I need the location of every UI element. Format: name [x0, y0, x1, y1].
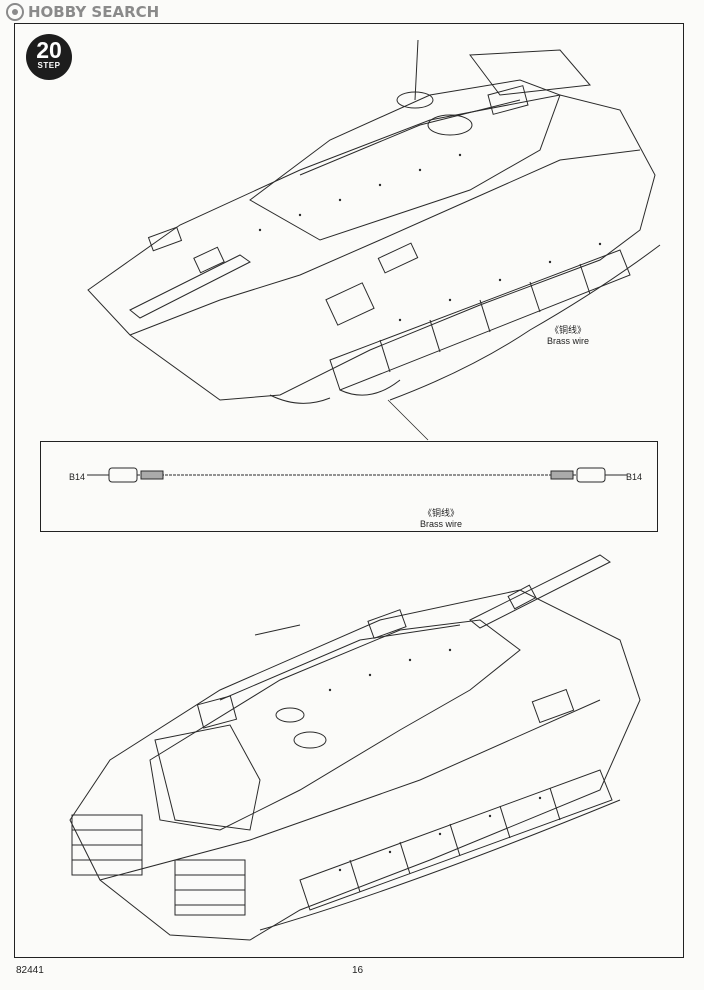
- step-number: 20: [36, 37, 62, 63]
- upper-tank-illustration: [87, 39, 661, 404]
- detail-brass-wire-label: 《铜线》 Brass wire: [411, 506, 471, 529]
- product-code: 82441: [16, 965, 44, 976]
- page-number: 16: [352, 965, 364, 976]
- upper-brass-wire-chinese: 《铜线》: [549, 326, 586, 336]
- detail-brass-wire-english: Brass wire: [419, 519, 462, 529]
- part-code-right: B14: [626, 472, 643, 482]
- lower-tank-illustration: [69, 554, 641, 941]
- brass-wire-detail-box: B14 B14 《铜线》 Brass wire: [40, 441, 658, 532]
- hobby-search-watermark: HOBBY SEARCH: [6, 3, 159, 21]
- upper-brass-wire-english: Brass wire: [546, 336, 589, 346]
- upper-brass-wire-label: 《铜线》 Brass wire: [540, 323, 596, 346]
- part-code-left: B14: [69, 472, 86, 482]
- watermark-text: HOBBY SEARCH: [28, 3, 160, 21]
- page-frame: [14, 23, 684, 958]
- step-badge: 20 STEP: [26, 34, 72, 80]
- detail-brass-wire-chinese: 《铜线》: [422, 509, 459, 519]
- callout-leader-lines: [387, 399, 429, 441]
- brass-wire-part-drawing: [87, 467, 627, 483]
- hobby-search-logo-icon: [6, 3, 24, 21]
- step-word: STEP: [37, 61, 61, 70]
